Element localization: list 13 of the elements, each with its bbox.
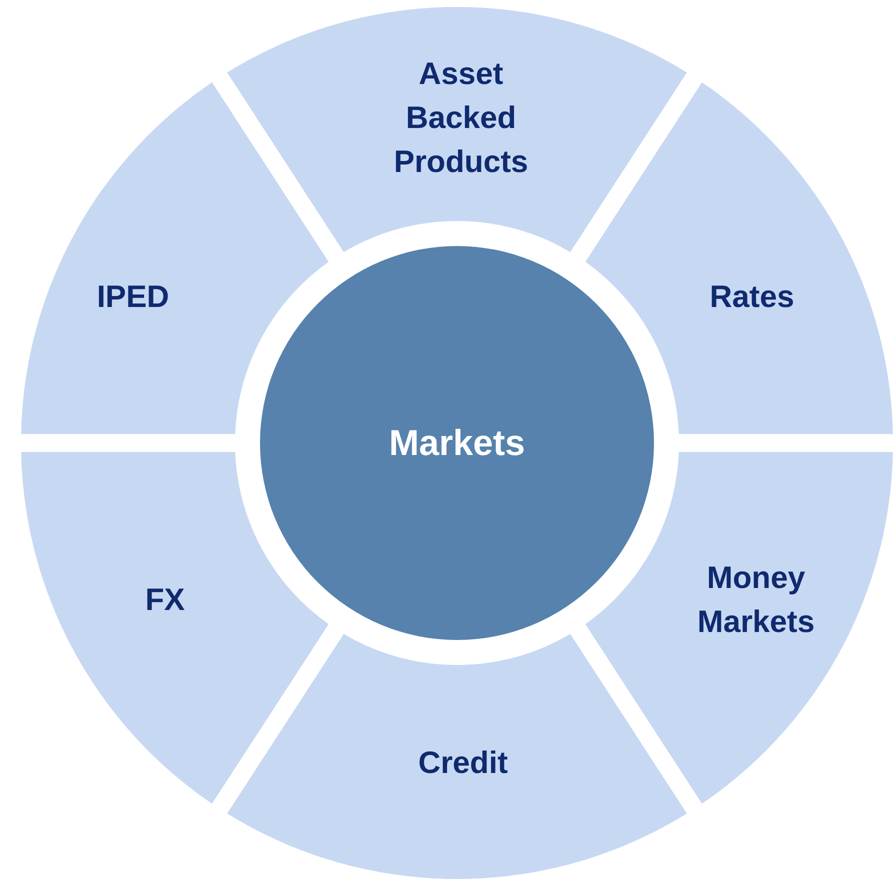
ring-segment: [585, 452, 893, 804]
ring-segment: [21, 82, 329, 434]
segment-label: Money Markets: [696, 559, 816, 641]
ring-segment: [227, 7, 687, 253]
ring-segment: [21, 452, 329, 804]
center-label: Markets: [388, 421, 526, 465]
segment-label: FX: [144, 581, 186, 619]
segment-label: IPED: [96, 278, 170, 316]
ring-segment: [227, 633, 687, 879]
ring-segment: [585, 82, 893, 434]
segment-label: Rates: [708, 278, 796, 316]
segment-label: Asset Backed Products: [392, 55, 530, 181]
segment-label: Credit: [417, 744, 509, 782]
